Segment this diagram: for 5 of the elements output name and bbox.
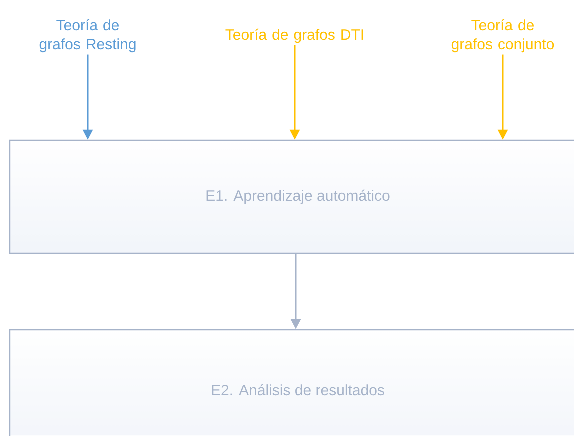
source-label: Teoría de grafos conjunto (452, 19, 554, 53)
source-label: Teoría de grafos Resting (40, 19, 136, 53)
source-label: Teoría de grafos DTI (226, 28, 364, 44)
process-box: E1. Aprendizaje automático (9, 140, 574, 254)
process-box: E2. Análisis de resultados (9, 329, 574, 436)
